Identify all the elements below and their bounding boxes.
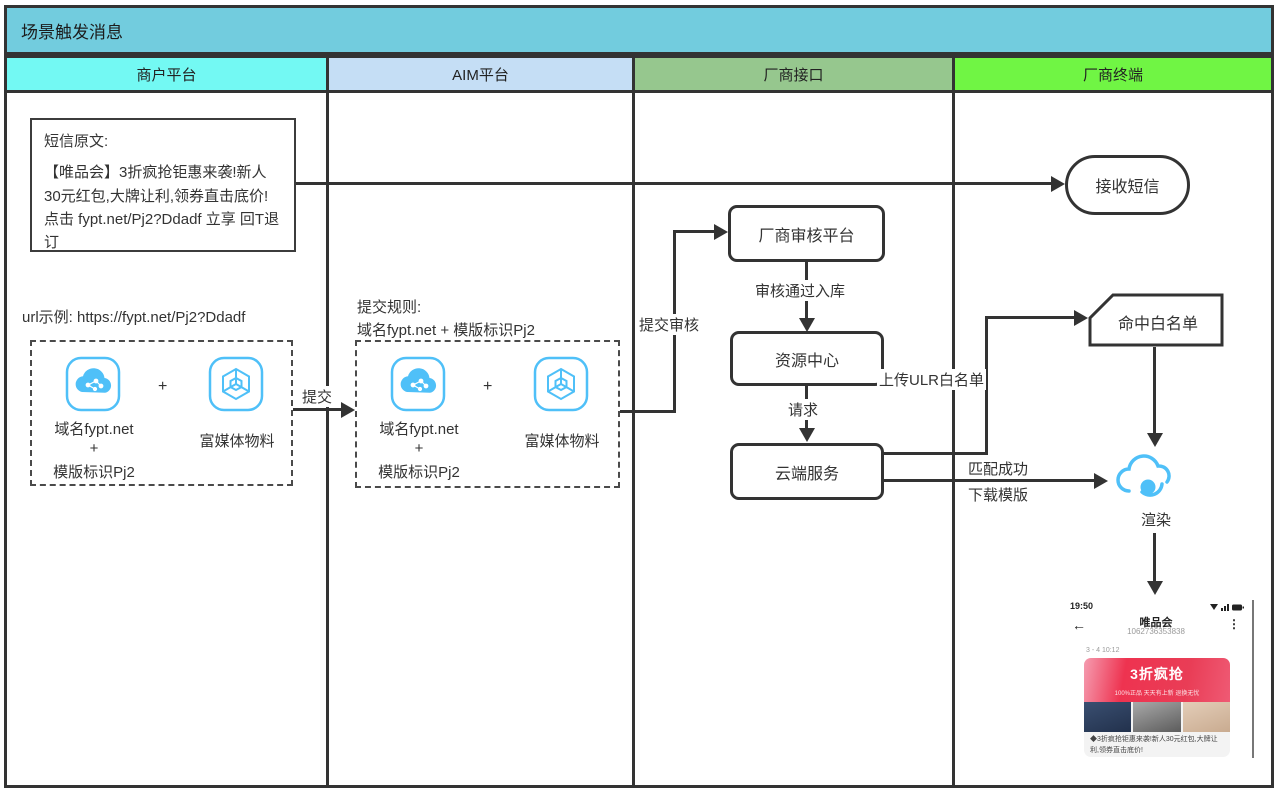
whitelist-hit-node: [1088, 293, 1224, 347]
resource-center-node: 资源中心: [730, 331, 884, 386]
sms-original-box: 短信原文: 【唯品会】3折疯抢钜惠来袭!新人30元红包,大牌让利,领券直击底价!…: [30, 118, 296, 252]
edge-render-to-phone: [1153, 533, 1156, 583]
submit-rule-line1: 提交规则:: [357, 299, 422, 316]
plus-sign: +: [483, 378, 493, 395]
edge-label-download: 下载模版: [968, 487, 1029, 504]
media-label: 富媒体物料: [199, 433, 275, 450]
phone-mockup: 19:50 ← 唯品会 1062736353838 ⋮ 3 - 4 10:12 …: [1062, 597, 1250, 763]
card-message-text: ◆3折疯抢钜惠来袭!新人30元红包,大牌让利,领券直击底价!: [1090, 736, 1218, 754]
node-label: 接收短信: [1095, 179, 1160, 196]
edge-label-submit: 提交: [300, 386, 335, 407]
submit-rule-text: 提交规则: 域名fypt.net + 模版标识Pj2: [357, 296, 535, 343]
render-label: 渲染: [1140, 512, 1171, 529]
lane-header-merchant: 商户平台: [7, 58, 329, 90]
lane-divider-1: [326, 93, 329, 785]
media-label: 富媒体物料: [524, 433, 600, 450]
phone-sender-number: 1062736353838: [1127, 627, 1185, 636]
product-image: [1084, 702, 1132, 732]
status-bar-icons: [1210, 604, 1244, 611]
domain-label: 域名fypt.net: [54, 421, 134, 438]
lane-divider-2: [632, 93, 635, 785]
back-arrow-icon: ←: [1072, 617, 1086, 633]
lane-label: 厂商接口: [763, 66, 824, 84]
cube-media-icon: [208, 356, 264, 412]
arrowhead-down-icon: [799, 428, 815, 442]
edge-upload-whitelist-h1: [884, 452, 988, 455]
edge-whitelist-to-render: [1153, 347, 1156, 435]
product-image: [1133, 702, 1181, 732]
edge-submit-audit-h1: [620, 410, 676, 413]
edge-submit-audit-h2: [673, 230, 716, 233]
plus-sign: +: [414, 440, 424, 457]
lane-divider-3: [952, 93, 955, 785]
arrowhead-right-icon: [341, 402, 355, 418]
lane-label: 厂商终端: [1082, 66, 1143, 84]
edge-label-upload-whitelist: 上传ULR白名单: [877, 369, 987, 390]
more-menu-icon: ⋮: [1228, 617, 1240, 631]
lane-header-terminal: 厂商终端: [955, 58, 1271, 90]
edge-sms-to-receive: [296, 182, 1053, 185]
rich-media-card: 3折疯抢 100%正品 天天有上新 退换无忧 ◆3折疯抢钜惠来袭!新人30元红包…: [1084, 658, 1230, 757]
cloud-render-icon: [1116, 454, 1171, 497]
edge-label-audit-pass: 审核通过入库: [753, 280, 848, 301]
cube-media-icon: [533, 356, 589, 412]
cloud-domain-icon: [65, 356, 121, 412]
submit-rule-line2: 域名fypt.net + 模版标识Pj2: [357, 322, 535, 340]
template-label: 模版标识Pj2: [53, 464, 135, 481]
edge-upload-whitelist-v: [985, 316, 988, 455]
vendor-audit-platform-node: 厂商审核平台: [728, 205, 885, 262]
edge-submit: [293, 408, 343, 411]
plus-sign: +: [158, 378, 168, 395]
card-banner-badges: 100%正品 天天有上新 退换无忧: [1114, 691, 1200, 697]
whitelist-hit-label: 命中白名单: [1117, 316, 1198, 333]
edge-match-download: [884, 479, 1096, 482]
phone-message-date: 3 - 4 10:12: [1086, 647, 1120, 654]
edge-label-request: 请求: [786, 399, 821, 420]
lane-label: 商户平台: [136, 66, 197, 84]
edge-label-match: 匹配成功: [968, 461, 1029, 478]
lane-header-aim: AIM平台: [329, 58, 635, 90]
lane-header-row: 商户平台 AIM平台 厂商接口 厂商终端: [4, 55, 1274, 93]
arrowhead-down-icon: [799, 318, 815, 332]
cloud-domain-icon: [390, 356, 446, 412]
phone-scrollbar: [1252, 600, 1254, 758]
url-example-text: url示例: https://fypt.net/Pj2?Ddadf: [22, 309, 246, 326]
card-banner-title: 3折疯抢: [1130, 666, 1184, 682]
arrowhead-down-icon: [1147, 433, 1163, 447]
arrowhead-right-icon: [1074, 310, 1088, 326]
diagram-title: 场景触发消息: [21, 22, 123, 42]
phone-app-title: 唯品会: [1139, 617, 1173, 629]
lane-header-vendor-api: 厂商接口: [635, 58, 955, 90]
product-image: [1182, 702, 1230, 732]
sms-original-heading: 短信原文:: [44, 133, 109, 150]
card-banner: 3折疯抢 100%正品 天天有上新 退换无忧: [1084, 658, 1230, 702]
arrowhead-right-icon: [1094, 473, 1108, 489]
sms-original-body: 【唯品会】3折疯抢钜惠来袭!新人30元红包,大牌让利,领券直击底价!点击 fyp…: [44, 164, 280, 251]
arrowhead-right-icon: [1051, 176, 1065, 192]
node-label: 云端服务: [774, 465, 839, 483]
cloud-service-node: 云端服务: [730, 443, 884, 500]
domain-label: 域名fypt.net: [379, 421, 459, 438]
diagram-title-bar: 场景触发消息: [4, 5, 1274, 55]
wifi-icon: [1210, 604, 1218, 610]
node-label: 厂商审核平台: [758, 227, 855, 245]
card-product-row: [1084, 702, 1230, 732]
node-label: 资源中心: [774, 352, 839, 370]
receive-sms-node: 接收短信: [1065, 155, 1190, 215]
phone-time: 19:50: [1070, 601, 1094, 611]
template-label: 模版标识Pj2: [378, 464, 460, 481]
arrowhead-down-icon: [1147, 581, 1163, 595]
lane-label: AIM平台: [452, 66, 509, 84]
arrowhead-right-icon: [714, 224, 728, 240]
edge-label-submit-audit: 提交审核: [637, 314, 702, 335]
edge-upload-whitelist-h2: [985, 316, 1076, 319]
plus-sign: +: [89, 440, 99, 457]
